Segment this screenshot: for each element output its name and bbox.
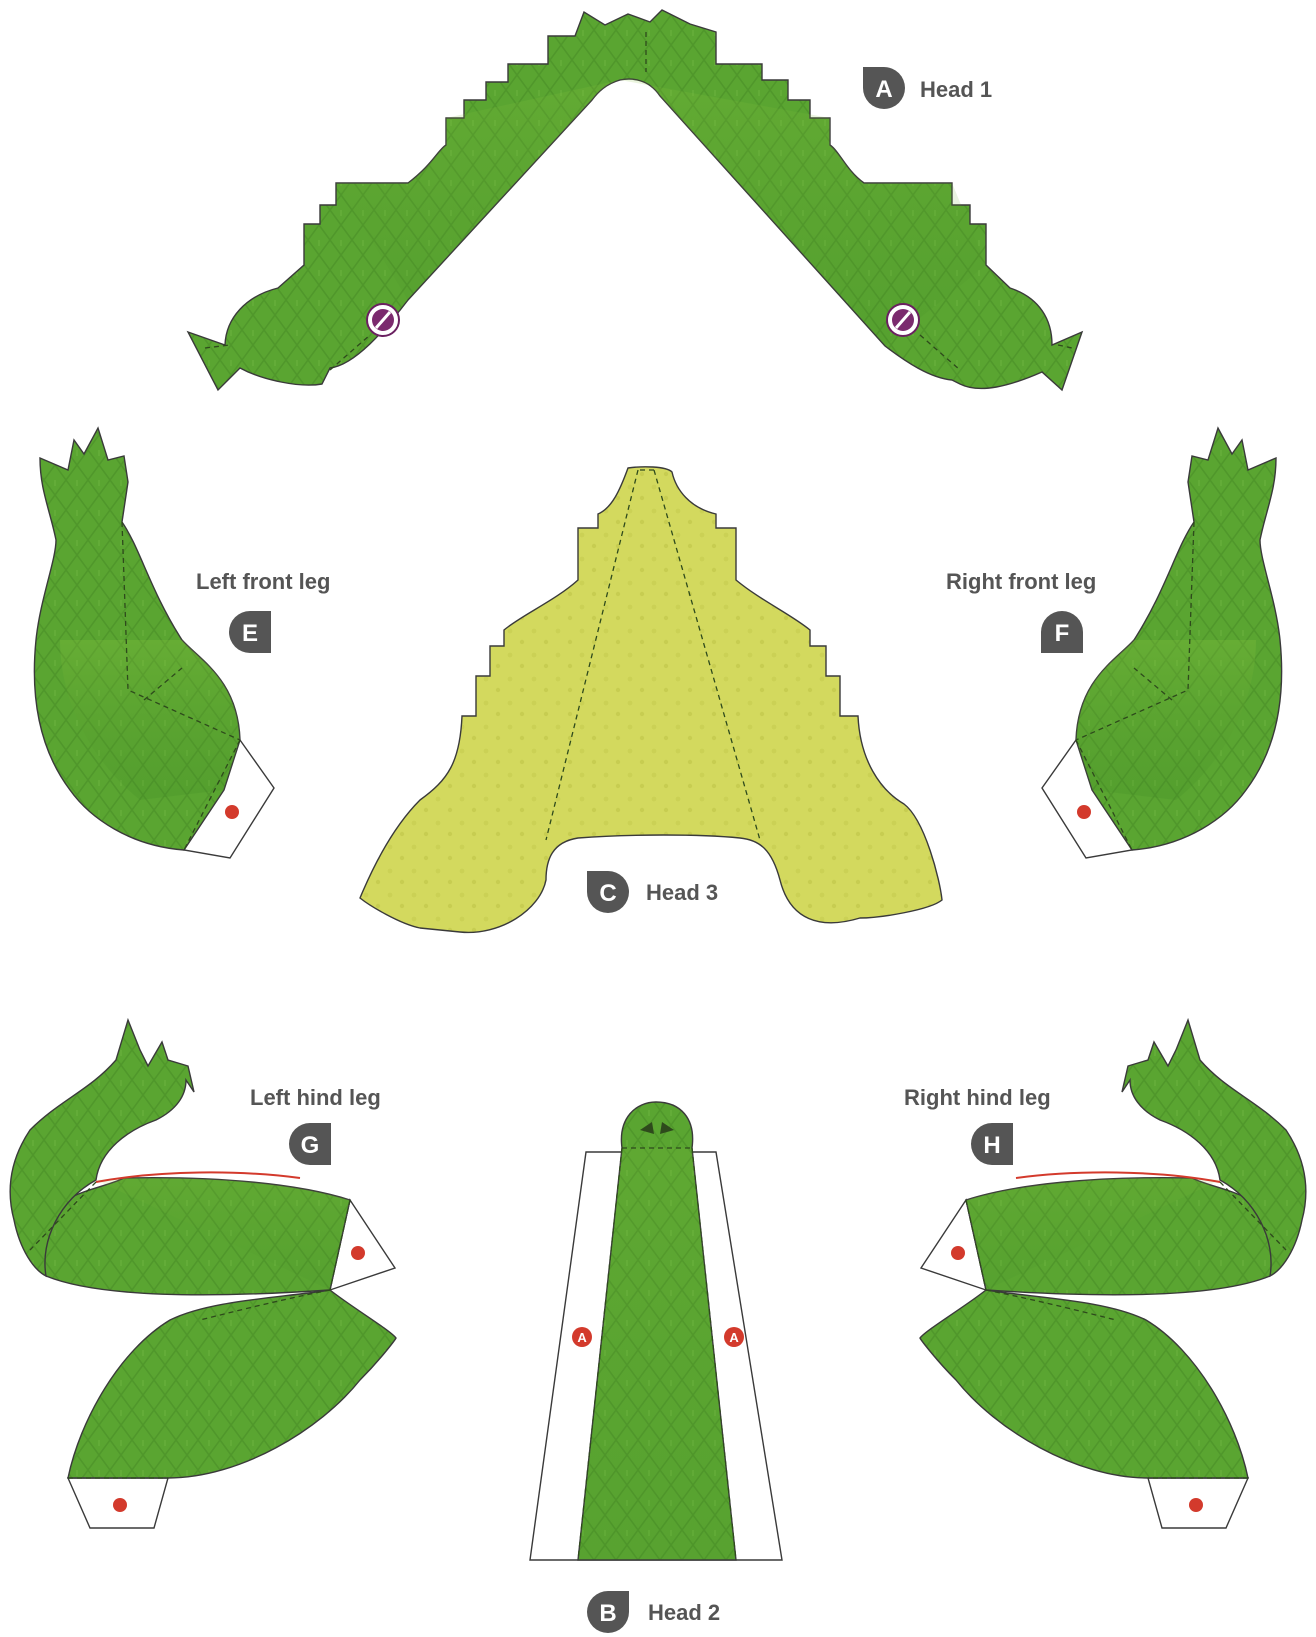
piece-head-1: A Head 1 [188, 10, 1082, 390]
piece-label: Right hind leg [904, 1085, 1051, 1110]
glue-dot-icon [1077, 805, 1091, 819]
left-hind-leg-lower [68, 1290, 396, 1478]
head-1-shading [336, 79, 986, 346]
glue-mark-letter: A [729, 1330, 739, 1345]
piece-right-front-leg: Right front leg F [946, 428, 1282, 858]
piece-label: Head 1 [920, 77, 992, 102]
glue-mark-letter: A [577, 1330, 587, 1345]
head-1-fold-line [330, 335, 960, 370]
piece-label: Left front leg [196, 569, 330, 594]
glue-dot-icon [951, 1246, 965, 1260]
badge-icon: H [971, 1123, 1013, 1165]
badge-letter: C [599, 880, 616, 907]
piece-label: Head 3 [646, 880, 718, 905]
piece-head-3: C Head 3 [360, 467, 942, 933]
badge-icon: F [1041, 611, 1083, 653]
badge-icon: E [229, 611, 271, 653]
badge-letter: F [1055, 620, 1070, 647]
glue-dot-icon [351, 1246, 365, 1260]
piece-label: Head 2 [648, 1600, 720, 1625]
right-hind-leg-lower [920, 1290, 1248, 1478]
glue-dot-icon [1189, 1498, 1203, 1512]
eye-icon [367, 304, 399, 336]
glue-mark-icon: A [572, 1327, 592, 1347]
piece-label: Right front leg [946, 569, 1096, 594]
badge-letter: A [875, 76, 892, 103]
badge-letter: B [599, 1600, 616, 1627]
piece-left-front-leg: Left front leg E [34, 428, 330, 858]
badge-icon: G [289, 1123, 331, 1165]
glue-dot-icon [225, 805, 239, 819]
piece-head-2: A A B Head 2 [530, 1102, 782, 1633]
badge-icon: C [587, 871, 629, 913]
eye-icon [887, 304, 919, 336]
piece-right-hind-leg: Right hind leg H [904, 1020, 1306, 1528]
piece-label: Left hind leg [250, 1085, 381, 1110]
glue-dot-icon [113, 1498, 127, 1512]
badge-letter: E [242, 620, 258, 647]
badge-letter: G [301, 1132, 320, 1159]
head-3-shape [360, 467, 942, 933]
badge-icon: A [863, 67, 905, 109]
piece-left-hind-leg: Left hind leg G [10, 1020, 396, 1528]
glue-mark-icon: A [724, 1327, 744, 1347]
badge-icon: B [587, 1591, 629, 1633]
badge-letter: H [983, 1132, 1000, 1159]
